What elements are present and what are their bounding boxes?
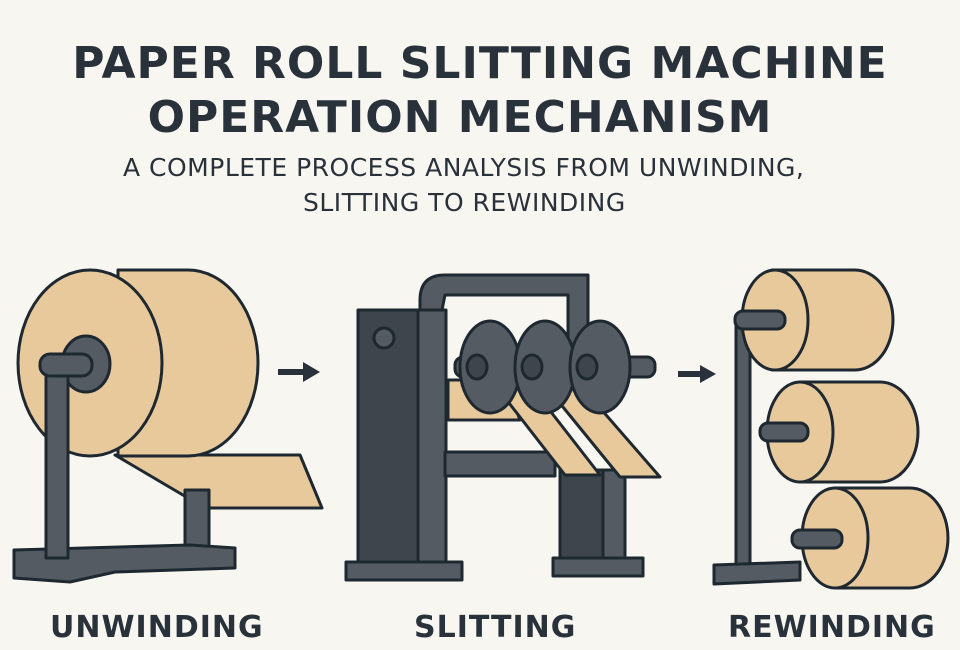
stage-label-slitting: SLITTING: [414, 610, 577, 645]
stage-label-rewinding: REWINDING: [728, 610, 936, 645]
slitting-machine-icon: [344, 273, 662, 582]
stage-label-unwinding: UNWINDING: [50, 610, 264, 645]
unwinding-stand-icon: [12, 268, 324, 584]
subtitle-line-1: A COMPLETE PROCESS ANALYSIS FROM UNWINDI…: [123, 153, 805, 182]
rewinding-stand-icon: [712, 268, 950, 590]
arrow-right-icon: [278, 362, 716, 383]
subtitle-line-2: SLITTING TO REWINDING: [303, 188, 626, 217]
page-title-line-1: PAPER ROLL SLITTING MACHINE: [72, 38, 888, 89]
page-title-line-2: OPERATION MECHANISM: [147, 92, 773, 143]
